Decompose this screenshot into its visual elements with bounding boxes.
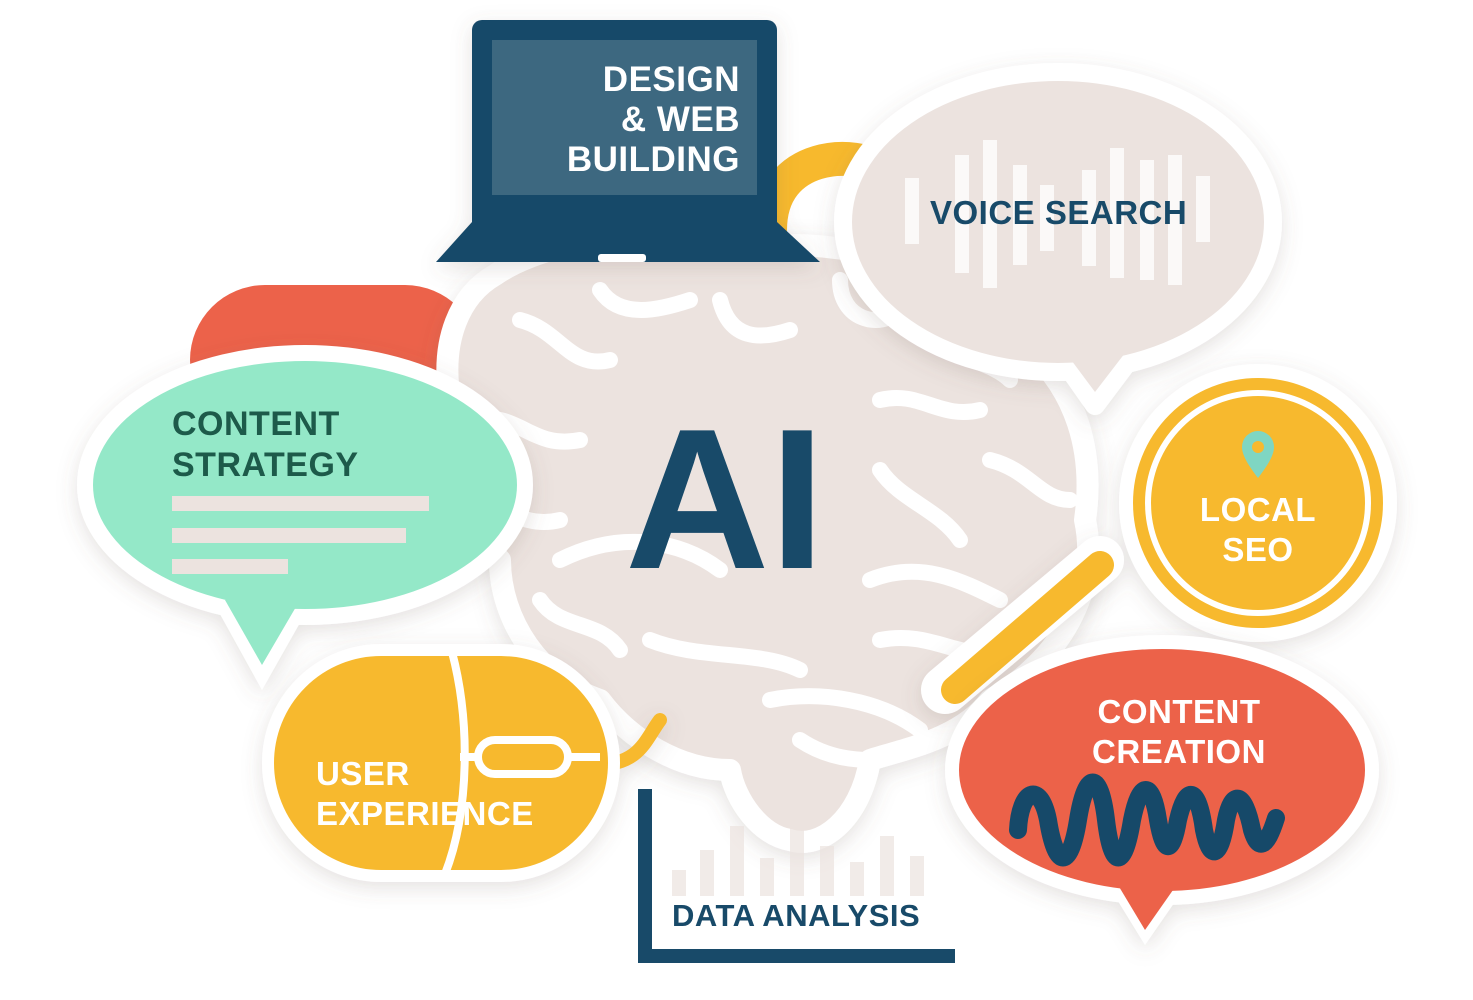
content-strategy-label-line: Strategy xyxy=(172,446,359,484)
voice-search-label: Voice Search xyxy=(930,194,1188,231)
bar-chart-icon xyxy=(638,789,955,963)
user-experience-label: User Experience xyxy=(316,754,534,834)
content-strategy-bubble xyxy=(77,345,533,690)
local-seo-label: Local SEO xyxy=(1180,490,1336,570)
content-creation-label-line: Creation xyxy=(1092,733,1266,770)
local-seo-label-line: Local xyxy=(1199,491,1317,528)
design-label-line: Building xyxy=(566,140,740,179)
user-experience-label-line: User xyxy=(316,755,410,792)
sound-wave-icon xyxy=(905,140,1210,288)
local-seo-label-line: SEO xyxy=(1222,531,1294,568)
content-creation-bubble xyxy=(945,635,1379,945)
text-lines-icon xyxy=(172,496,429,574)
scribble-icon xyxy=(1009,773,1285,867)
data-analysis-label: Data Analysis xyxy=(672,898,921,933)
mouse-icon xyxy=(262,644,667,882)
content-creation-label: Content Creation xyxy=(1060,692,1298,772)
content-creation-label-line: Content xyxy=(1097,693,1261,730)
design-label-line: & Web xyxy=(620,100,740,139)
design-web-building-label: Design & Web Building xyxy=(562,60,740,180)
content-strategy-label-line: Content xyxy=(172,405,340,443)
design-label-line: Design xyxy=(602,60,740,99)
location-pin-icon xyxy=(1242,431,1274,478)
content-strategy-label: Content Strategy xyxy=(172,404,359,486)
magnifier-icon xyxy=(921,364,1397,714)
laptop-icon xyxy=(436,20,820,262)
voice-search-bubble xyxy=(834,63,1282,415)
center-ai-label: AI xyxy=(625,388,825,611)
user-experience-label-line: Experience xyxy=(316,795,534,832)
